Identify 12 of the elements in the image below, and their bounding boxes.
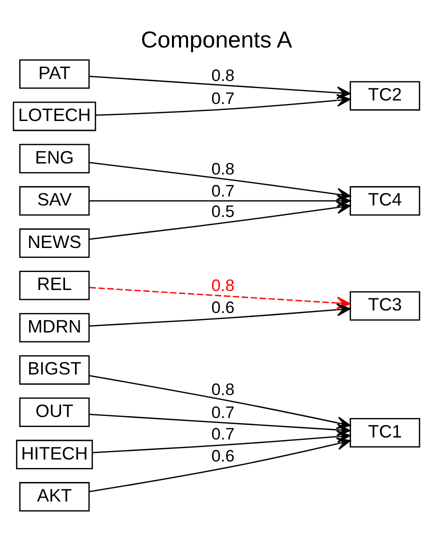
- edge-label: 0.6: [211, 446, 234, 465]
- edge-label: 0.7: [211, 424, 234, 444]
- edge-label: 0.8: [211, 276, 234, 295]
- edge-label: 0.5: [211, 201, 234, 220]
- edge-label: 0.8: [211, 379, 234, 398]
- edge-label: 0.7: [211, 88, 234, 108]
- edge-label: 0.8: [211, 65, 234, 84]
- edge-label: 0.7: [211, 180, 234, 200]
- edge-label: 0.7: [211, 402, 234, 422]
- diagram-title: Components A: [140, 26, 292, 52]
- edge-label: 0.6: [211, 297, 234, 316]
- edge-label: 0.8: [211, 159, 234, 178]
